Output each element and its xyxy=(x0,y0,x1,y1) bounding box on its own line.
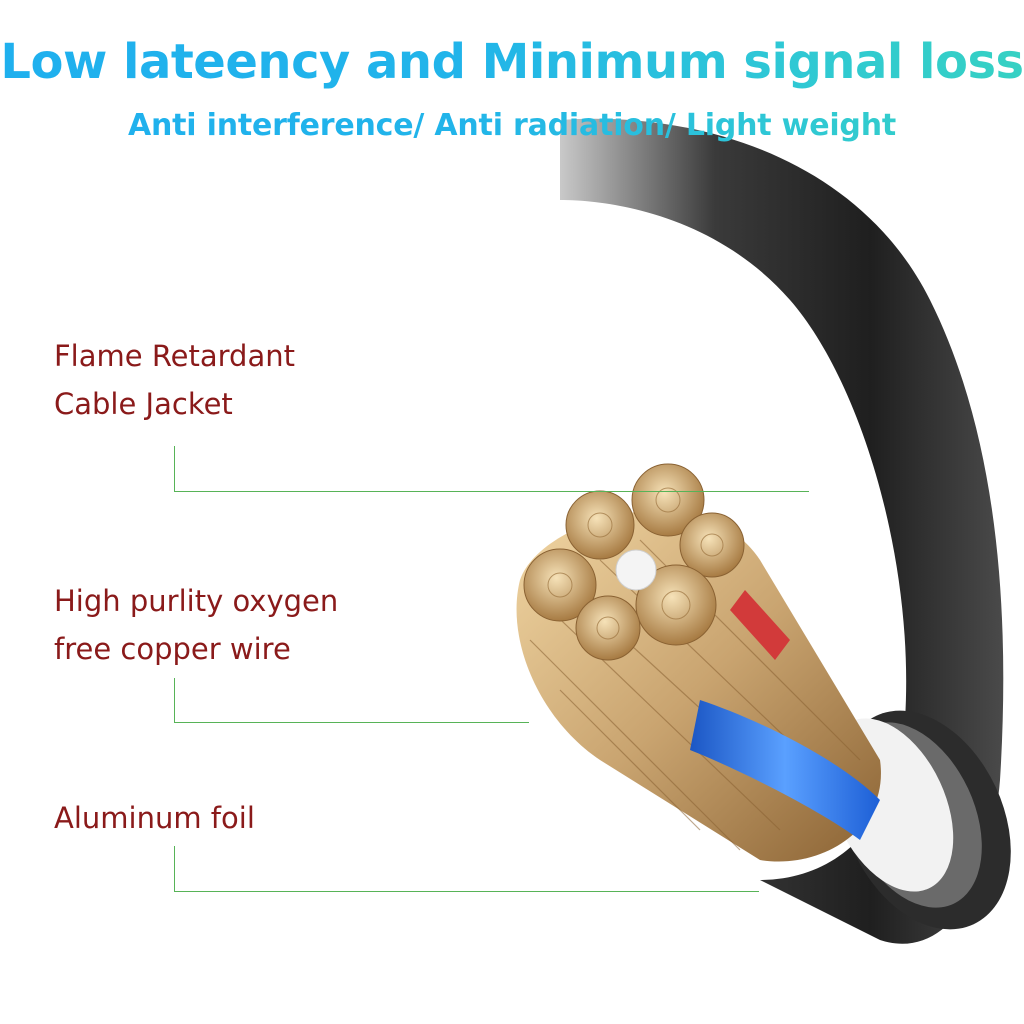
callout-label-line1: Aluminum foil xyxy=(54,801,255,835)
callout-aluminum-foil: Aluminum foil xyxy=(54,794,255,842)
leader-line-copper xyxy=(174,678,529,723)
inner-red-wire xyxy=(730,590,790,660)
callout-copper-wire: High purlity oxygen free copper wire xyxy=(54,577,338,673)
leader-line-foil xyxy=(174,846,759,892)
leader-line-jacket xyxy=(174,446,809,492)
callout-label-line1: High purlity oxygen xyxy=(54,584,339,618)
page-title: Low lateency and Minimum signal loss xyxy=(0,34,1024,90)
page-subtitle: Anti interference/ Anti radiation/ Light… xyxy=(0,108,1024,143)
callout-label-line2: free copper wire xyxy=(54,632,291,666)
callout-label-line2: Cable Jacket xyxy=(54,387,233,421)
cable-jacket xyxy=(560,118,1004,944)
callout-label-line1: Flame Retardant xyxy=(54,339,295,373)
callout-flame-retardant-jacket: Flame Retardant Cable Jacket xyxy=(54,332,295,428)
copper-strand-ends xyxy=(523,463,745,661)
inner-blue-wire xyxy=(690,700,880,840)
